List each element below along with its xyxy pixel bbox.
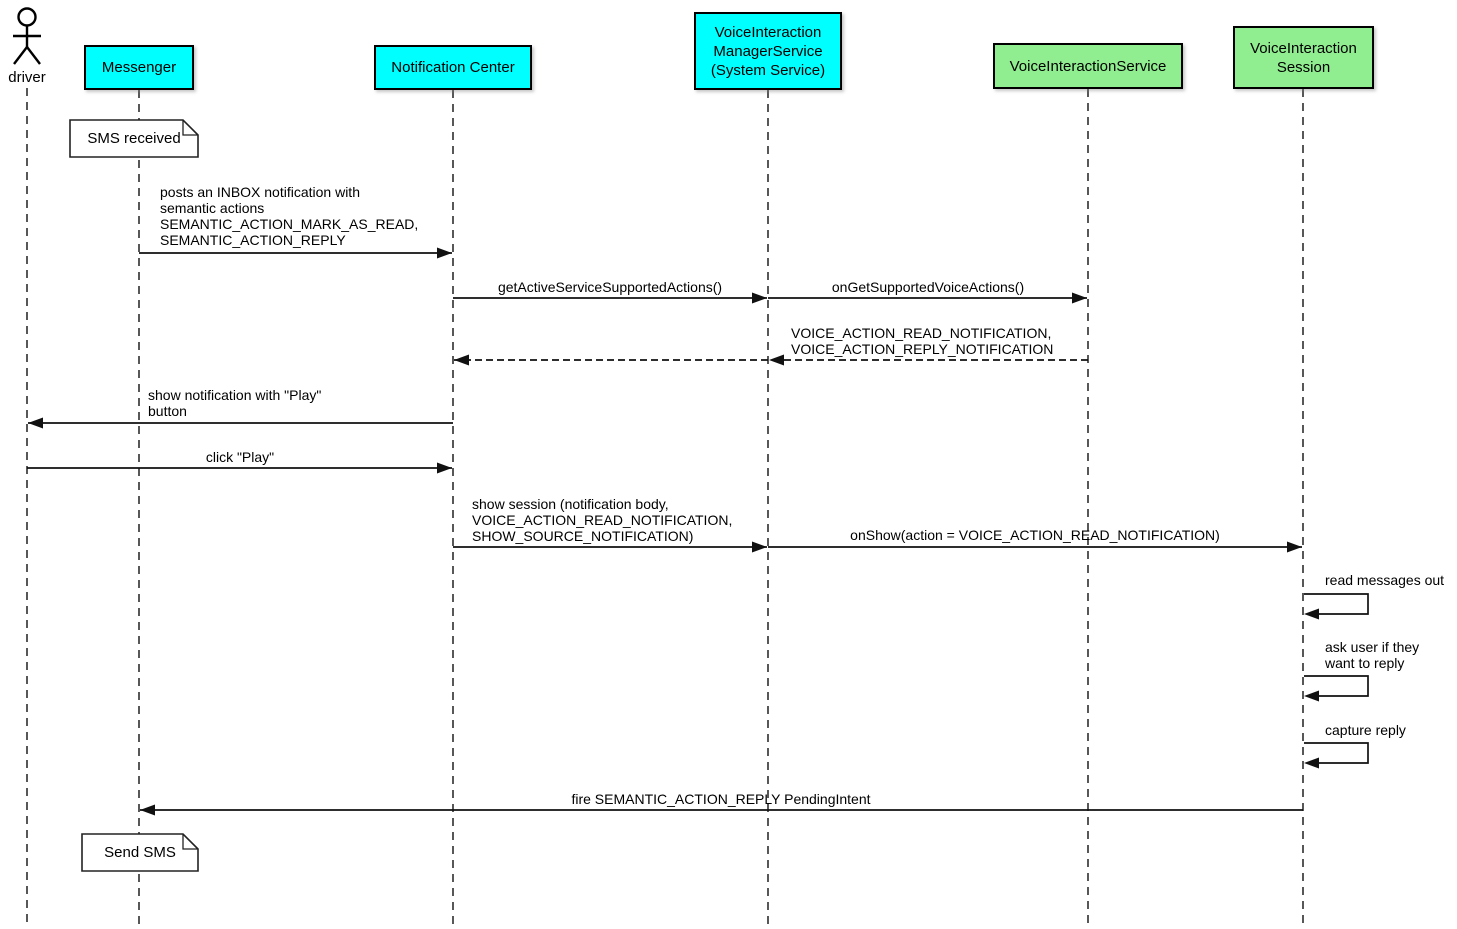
self-message-line-capture-reply [1304,742,1369,764]
message-arrowhead-return-voice-actions [769,354,784,366]
self-message-arrowhead-read-messages-out [1304,608,1319,620]
self-message-line-read-messages-out [1304,593,1369,615]
actor-head-icon [17,7,37,27]
message-arrowhead-posts-inbox-notification [437,247,452,259]
message-arrowhead-return-voice-actions-relay [454,354,469,366]
actor-leg-left-icon [13,46,28,65]
message-arrowhead-on-show [1287,541,1302,553]
note-send-sms-shape [81,833,199,872]
note-sms-received-fold [182,120,198,136]
self-message-arrowhead-capture-reply [1304,757,1319,769]
message-arrowhead-get-active-service-supported-actions [752,292,767,304]
self-message-arrowhead-ask-user-reply [1304,690,1319,702]
self-message-line-ask-user-reply [1304,675,1369,697]
actor-leg-right-icon [26,46,41,65]
message-arrowhead-click-play [437,462,452,474]
message-arrowhead-show-notification-play [28,417,43,429]
message-arrowhead-on-get-supported-voice-actions [1072,292,1087,304]
note-send-sms-fold [182,834,198,850]
note-sms-received-shape [69,119,199,158]
message-arrowhead-show-session [752,541,767,553]
message-arrowhead-fire-pendingintent [140,804,155,816]
